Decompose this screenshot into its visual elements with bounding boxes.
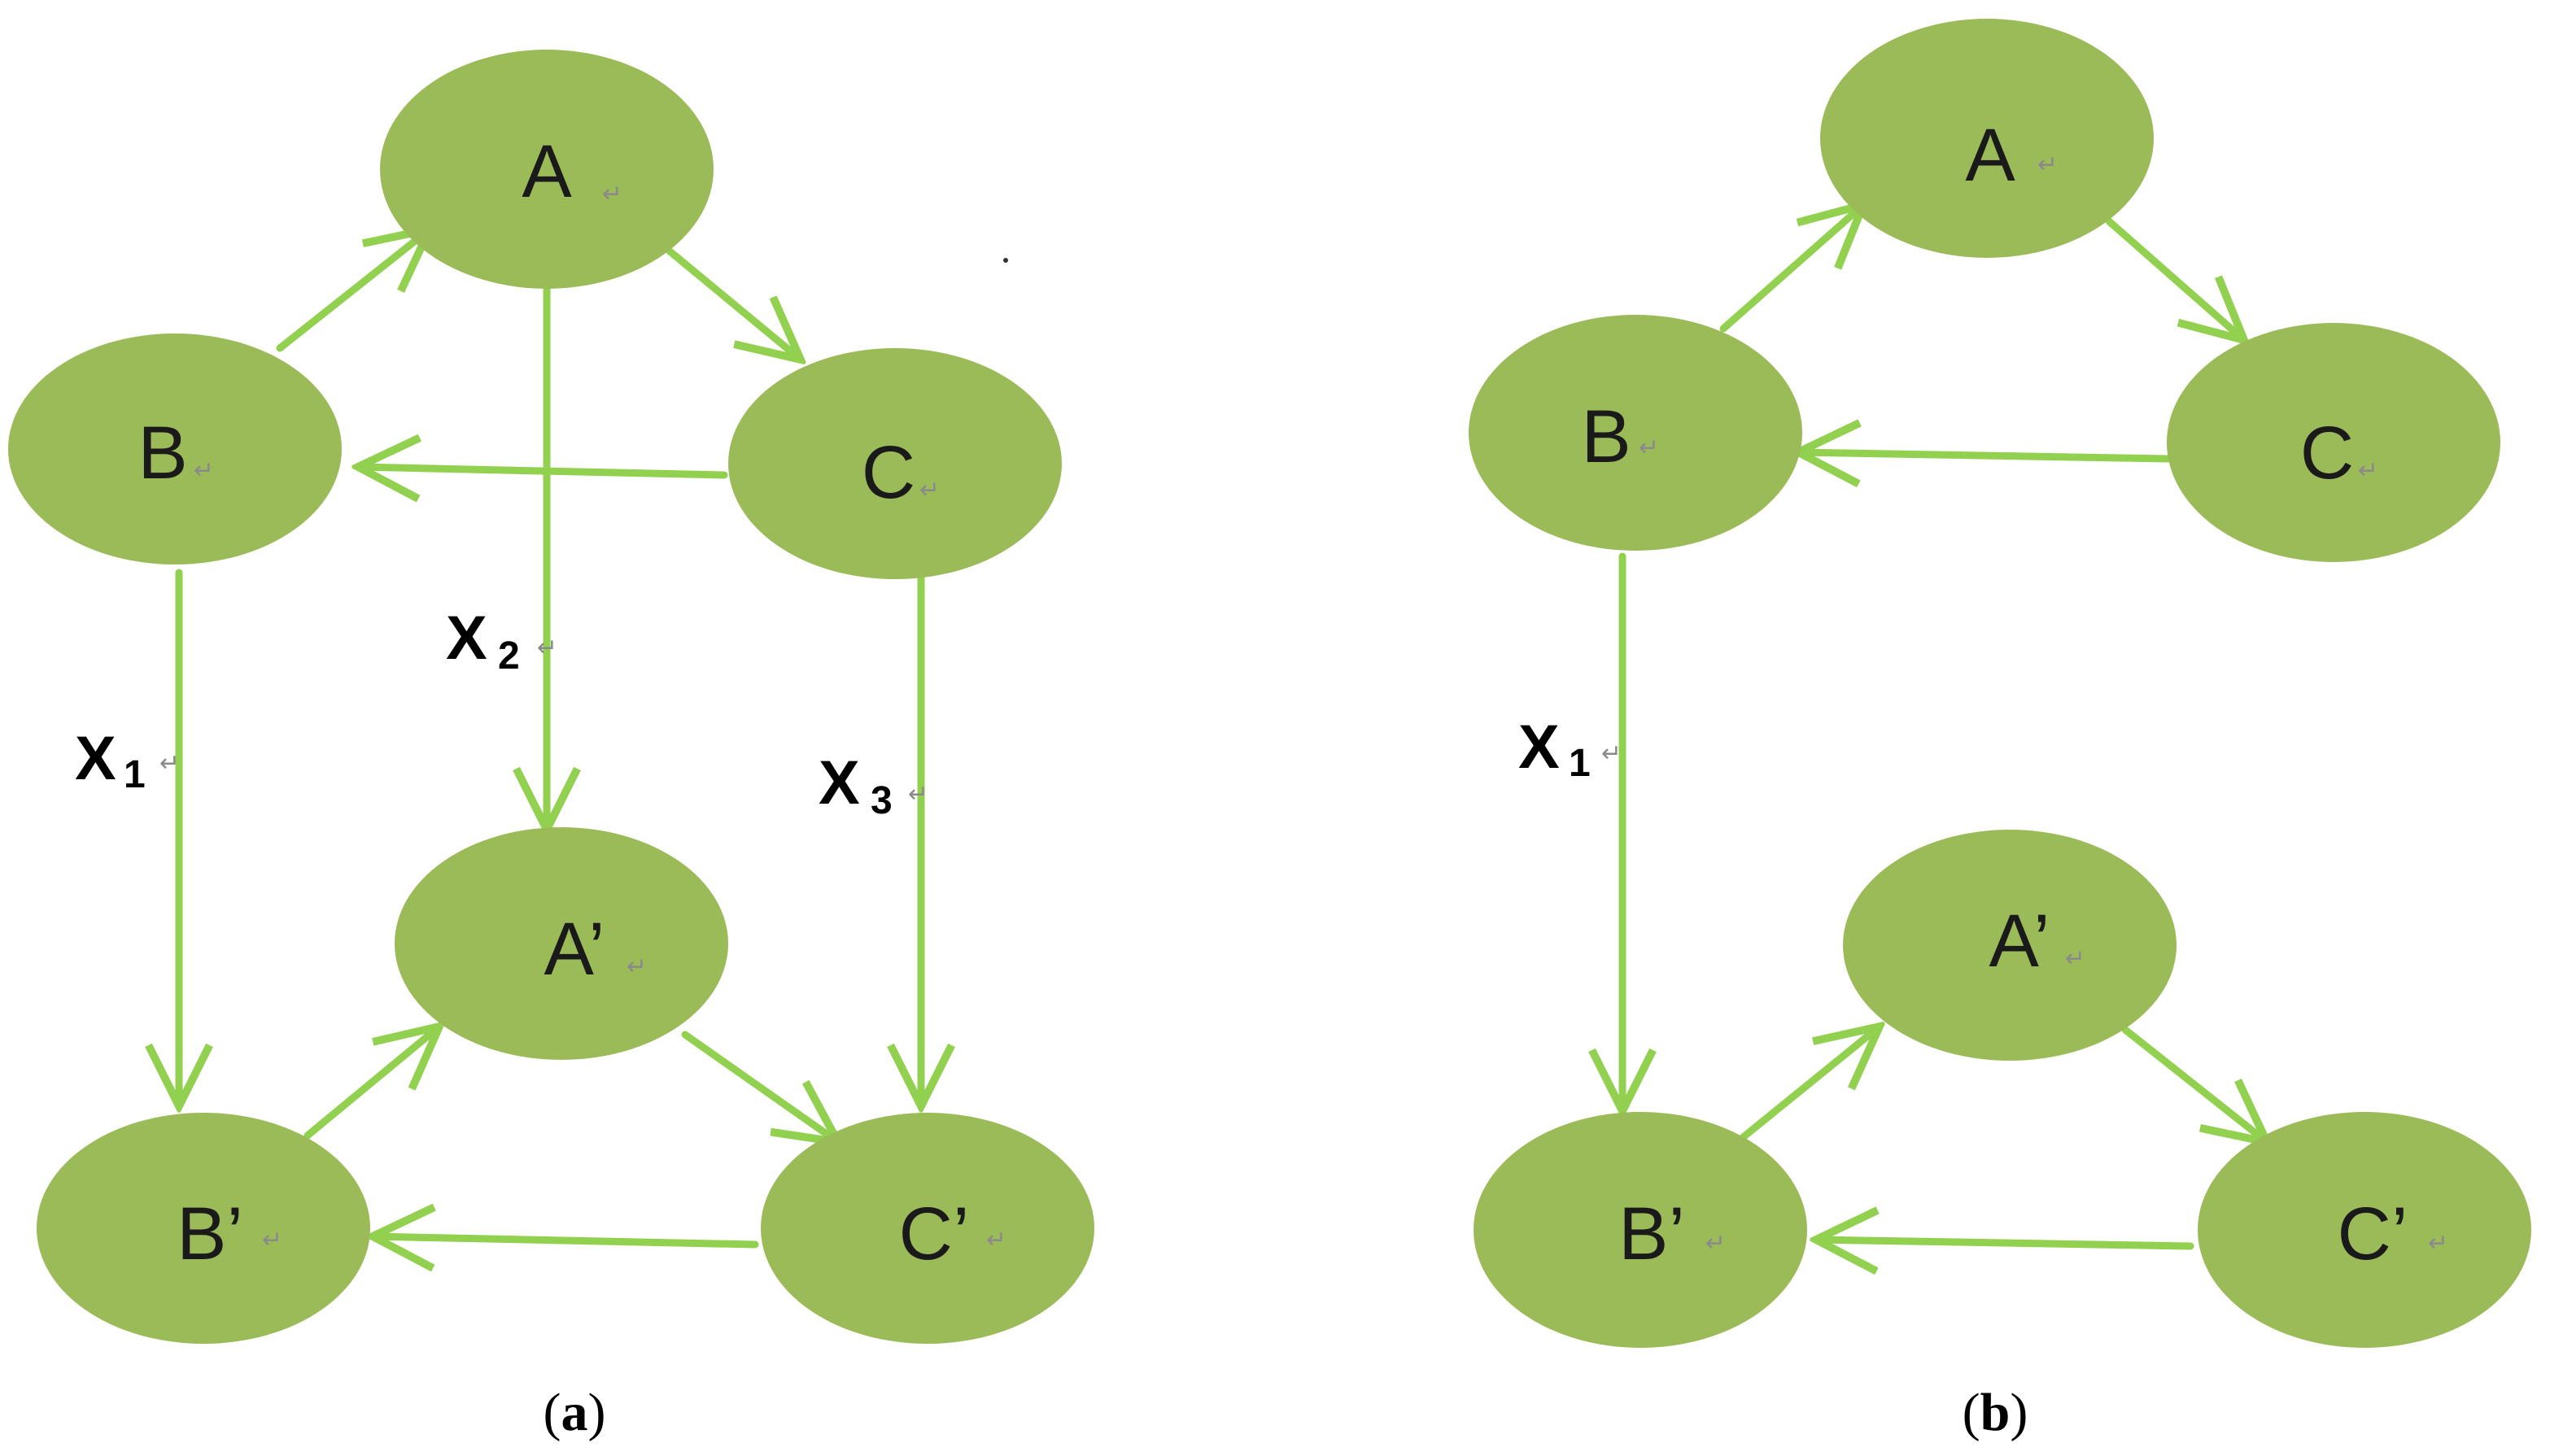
return-mark: ↵: [2428, 1229, 2448, 1258]
caption-paren-close: ): [588, 1383, 606, 1442]
return-mark: ↵: [627, 953, 647, 981]
edge-c-prime-to-b-prime: [373, 1236, 759, 1245]
node-c: C ↵: [728, 348, 1062, 579]
node-c-prime: C’ ↵: [2198, 1112, 2531, 1348]
return-mark: ↵: [2065, 944, 2085, 973]
node-b-prime: B’ ↵: [1474, 1112, 1807, 1348]
edge-a-prime-to-c-prime: [2121, 1026, 2267, 1142]
node-b-prime: B’ ↵: [37, 1113, 370, 1344]
edge-label-x1-sub: 1: [1569, 742, 1591, 785]
node-b-label: B: [138, 412, 187, 495]
return-mark: ↵: [2358, 456, 2378, 485]
node-c-prime-label: C’: [899, 1192, 970, 1275]
node-c: C ↵: [2167, 323, 2500, 562]
node-b: B ↵: [1469, 315, 1802, 551]
edge-a-to-c: [655, 238, 801, 360]
caption-paren-open: (: [544, 1383, 561, 1442]
edge-c-prime-to-b-prime: [1816, 1240, 2194, 1246]
return-mark: ↵: [537, 634, 557, 662]
edge-label-x2: X 2 ↵: [446, 604, 557, 678]
edge-b-prime-to-a-prime: [303, 1027, 439, 1140]
return-mark: ↵: [908, 780, 928, 809]
edge-label-x3-sub: 3: [871, 779, 893, 822]
node-a-label: A: [522, 130, 572, 213]
edge-label-x2-sub: 2: [498, 634, 520, 678]
node-a-prime: A’ ↵: [1843, 830, 2177, 1061]
panel-b-edges: [1622, 205, 2267, 1246]
panel-b-caption: (b): [1963, 1383, 2028, 1442]
edge-label-x1: X 1 ↵: [75, 724, 180, 796]
panel-a: A ↵ B ↵ C ↵ A’ ↵ B’ ↵ C’ ↵: [8, 50, 1094, 1442]
caption-letter: b: [1980, 1383, 2011, 1442]
node-a: A ↵: [1820, 19, 2154, 258]
edge-label-x1-sub: 1: [124, 753, 146, 796]
node-c-label: C: [2300, 412, 2354, 495]
return-mark: ↵: [159, 749, 180, 778]
node-a: A ↵: [380, 50, 714, 289]
return-mark: ↵: [1639, 434, 1659, 462]
edge-b-to-a: [276, 229, 430, 352]
return-mark: ↵: [986, 1226, 1006, 1254]
return-mark: ↵: [1601, 739, 1622, 768]
node-c-prime-label: C’: [2338, 1192, 2408, 1275]
node-b-label: B: [1581, 395, 1631, 478]
stray-dot: [1003, 258, 1008, 263]
caption-letter: a: [561, 1383, 588, 1442]
node-a-prime: A’ ↵: [395, 827, 728, 1060]
node-a-prime-label: A’: [1989, 900, 2050, 983]
node-c-label: C: [862, 431, 915, 514]
node-a-prime-label: A’: [544, 908, 605, 991]
return-mark: ↵: [2037, 150, 2058, 179]
node-b: B ↵: [8, 333, 342, 565]
node-a-label: A: [1965, 114, 2015, 197]
node-c-prime: C’ ↵: [761, 1113, 1094, 1344]
edge-label-x2-base: X: [446, 604, 487, 673]
caption-paren-close: ): [2010, 1383, 2028, 1442]
node-b-prime-label: B’: [177, 1192, 243, 1275]
panel-b: A ↵ B ↵ C ↵ A’ ↵ B’ ↵ C’ ↵ X: [1469, 19, 2531, 1442]
return-mark: ↵: [602, 180, 622, 208]
return-mark: ↵: [194, 456, 214, 485]
edge-c-to-b: [358, 467, 728, 475]
return-mark: ↵: [919, 476, 940, 504]
edge-a-to-c: [2105, 217, 2244, 340]
caption-paren-open: (: [1963, 1383, 1980, 1442]
edge-a-prime-to-c-prime: [681, 1031, 838, 1142]
edge-b-prime-to-a-prime: [1737, 1027, 1880, 1143]
edge-label-x1-base: X: [1518, 713, 1560, 782]
edge-c-to-b: [1798, 452, 2172, 459]
panel-a-edges: [179, 229, 921, 1245]
node-b-prime-label: B’: [1618, 1192, 1685, 1275]
edge-label-x3: X 3 ↵: [819, 748, 928, 822]
edge-b-to-a: [1719, 205, 1863, 333]
return-mark: ↵: [262, 1226, 282, 1254]
edge-label-x1-base: X: [75, 724, 116, 793]
edge-label-x3-base: X: [819, 748, 860, 817]
return-mark: ↵: [1705, 1229, 1726, 1258]
panel-a-caption: (a): [544, 1383, 606, 1442]
edge-label-x1: X 1 ↵: [1518, 713, 1622, 785]
